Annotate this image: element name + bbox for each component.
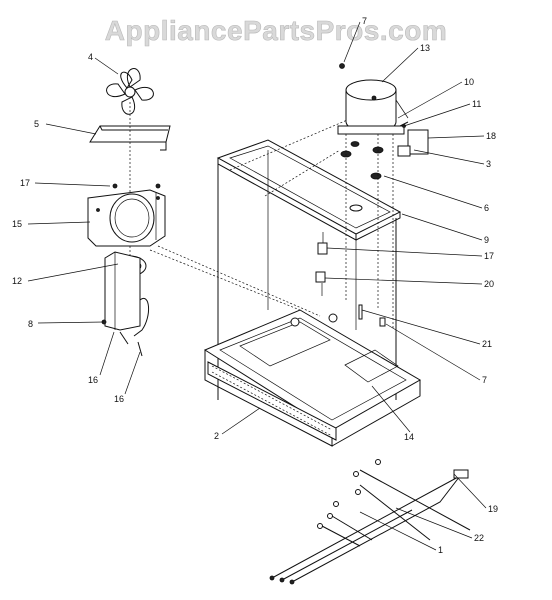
callout-7: 7 xyxy=(482,375,487,385)
callout-12: 12 xyxy=(12,276,22,286)
callout-10: 10 xyxy=(464,77,474,87)
callout-19: 19 xyxy=(488,504,498,514)
callout-4: 4 xyxy=(88,52,93,62)
callout-1: 1 xyxy=(438,545,443,555)
motor-clip xyxy=(119,297,149,357)
callout-17: 17 xyxy=(484,251,494,261)
callout-3: 3 xyxy=(486,159,491,169)
screw xyxy=(339,63,345,69)
callout-18: 18 xyxy=(486,131,496,141)
fan-housing xyxy=(87,189,166,247)
guide-line xyxy=(157,245,321,317)
callout-16: 16 xyxy=(114,394,124,404)
callout-5: 5 xyxy=(34,119,39,129)
callout-11: 11 xyxy=(472,99,481,109)
callout-2: 2 xyxy=(214,431,219,441)
leader-lines xyxy=(27,21,487,551)
wiring-harness xyxy=(269,459,471,585)
relay-clip xyxy=(315,271,326,283)
evaporator-cover xyxy=(101,251,141,331)
bolt xyxy=(379,317,386,327)
screw xyxy=(112,183,118,189)
callout-15: 15 xyxy=(12,219,22,229)
callout-17: 17 xyxy=(20,178,30,188)
condenser-coil xyxy=(207,361,337,441)
compressor xyxy=(337,79,409,135)
callout-14: 14 xyxy=(404,432,414,442)
machine-compartment-box xyxy=(216,117,402,400)
screw xyxy=(155,183,161,189)
callout-16: 16 xyxy=(88,375,98,385)
callout-20: 20 xyxy=(484,279,494,289)
base-tray xyxy=(203,309,422,447)
callout-21: 21 xyxy=(482,339,492,349)
callout-6: 6 xyxy=(484,203,489,213)
guide-line xyxy=(149,249,301,311)
callout-22: 22 xyxy=(474,533,484,543)
callout-labels: 4 5 17 15 12 8 16 16 2 7 13 10 11 18 3 6… xyxy=(12,16,498,555)
relay-overload xyxy=(397,121,429,157)
watermark-text: AppliancePartsPros.com xyxy=(105,15,447,46)
fan-blade xyxy=(106,68,154,115)
grommets xyxy=(340,141,384,180)
relay-clip xyxy=(317,242,328,255)
callout-8: 8 xyxy=(28,319,33,329)
bolt xyxy=(358,304,363,320)
callout-9: 9 xyxy=(484,235,489,245)
callout-13: 13 xyxy=(420,43,430,53)
callout-7: 7 xyxy=(362,16,367,26)
